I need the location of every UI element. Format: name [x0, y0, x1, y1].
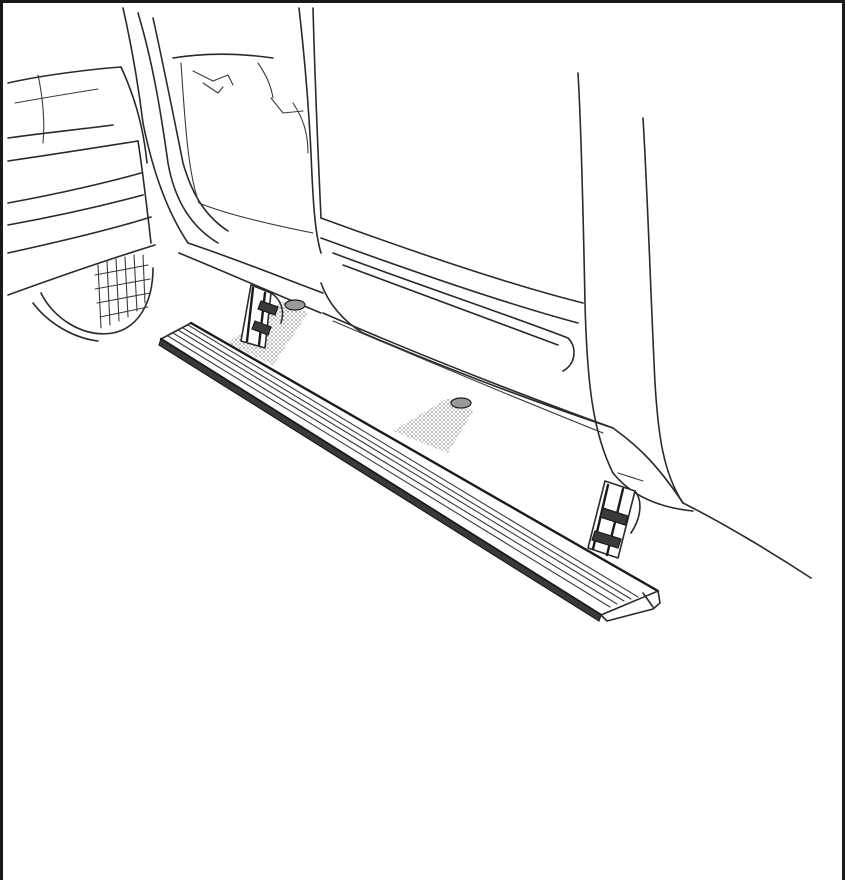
rear-door	[312, 7, 684, 504]
rocker-panel	[322, 312, 614, 434]
front-fender	[7, 66, 156, 296]
front-mount-bracket	[240, 284, 284, 349]
running-board	[158, 321, 661, 622]
front-tire	[32, 254, 154, 342]
rear-wheel-arch	[612, 427, 812, 579]
rear-mount-bracket	[587, 480, 641, 559]
running-board-illustration	[7, 7, 812, 622]
